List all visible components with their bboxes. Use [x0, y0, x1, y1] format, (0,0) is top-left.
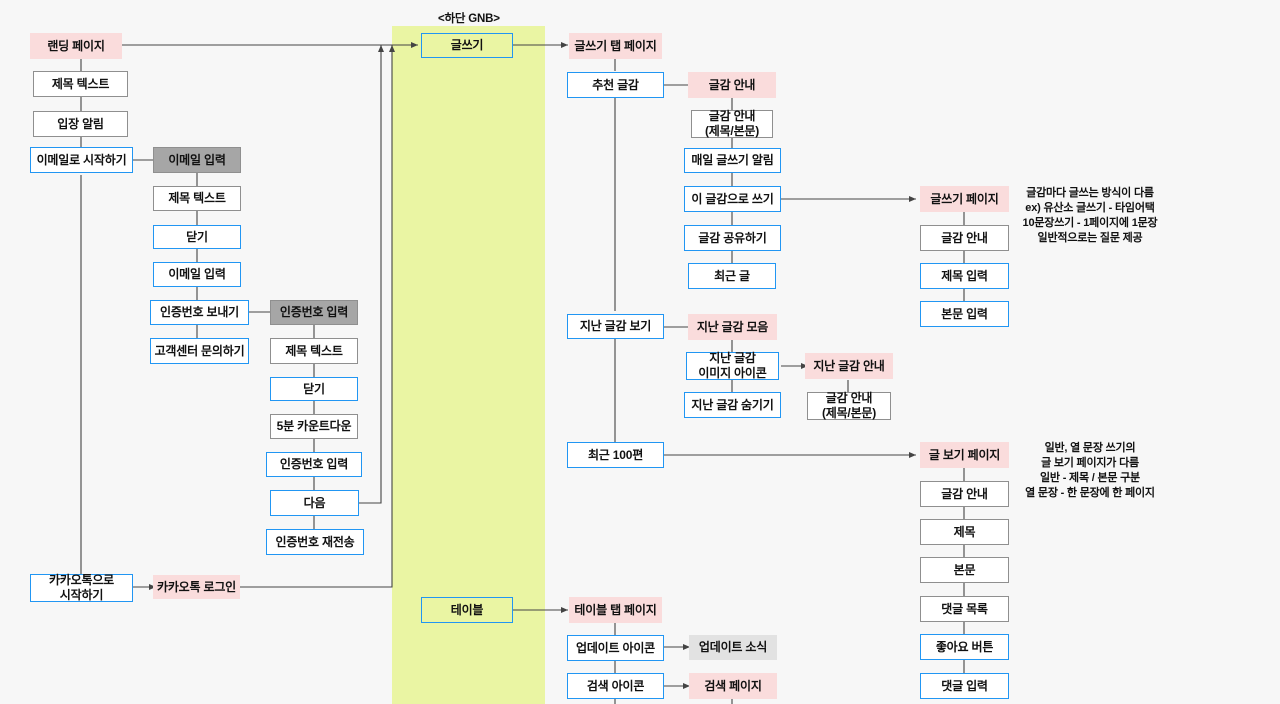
- node-auth-code-modal[interactable]: 인증번호 입력: [270, 300, 358, 325]
- node-write-page[interactable]: 글쓰기 페이지: [920, 186, 1009, 212]
- node-post-body[interactable]: 본문: [920, 557, 1009, 583]
- node-past-topic-image-icon[interactable]: 지난 글감 이미지 아이콘: [686, 351, 779, 380]
- node-start-with-email[interactable]: 이메일로 시작하기: [30, 147, 133, 173]
- node-contact-support[interactable]: 고객센터 문의하기: [150, 338, 249, 364]
- node-email-input-modal[interactable]: 이메일 입력: [153, 147, 241, 173]
- node-past-topic-guide[interactable]: 지난 글감 안내: [805, 353, 893, 379]
- node-next[interactable]: 다음: [270, 490, 359, 516]
- node-email-input[interactable]: 이메일 입력: [153, 262, 241, 287]
- node-past-topic-collection[interactable]: 지난 글감 모음: [688, 314, 777, 340]
- node-auth-code-input[interactable]: 인증번호 입력: [266, 452, 362, 477]
- node-recent-100[interactable]: 최근 100편: [567, 442, 664, 468]
- node-kakao-login[interactable]: 카카오톡 로그인: [153, 575, 240, 599]
- node-start-with-kakao[interactable]: 카카오톡으로 시작하기: [30, 573, 133, 602]
- node-resend-auth-code[interactable]: 인증번호 재전송: [266, 529, 364, 555]
- node-post-title[interactable]: 제목: [920, 519, 1009, 545]
- node-share-topic[interactable]: 글감 공유하기: [684, 225, 781, 251]
- node-gnb-table[interactable]: 테이블: [421, 597, 513, 623]
- node-landing-page[interactable]: 랜딩 페이지: [30, 33, 122, 59]
- node-topic-guide[interactable]: 글감 안내: [688, 72, 776, 98]
- node-body-field[interactable]: 본문 입력: [920, 301, 1009, 327]
- node-title-text-3[interactable]: 제목 텍스트: [270, 338, 358, 364]
- node-entry-notice[interactable]: 입장 알림: [33, 111, 128, 137]
- node-close-2[interactable]: 닫기: [270, 377, 358, 401]
- node-hide-past-topic[interactable]: 지난 글감 숨기기: [684, 392, 781, 418]
- node-search-icon[interactable]: 검색 아이콘: [567, 673, 664, 699]
- gnb-title: <하단 GNB>: [438, 13, 500, 25]
- node-countdown-5min[interactable]: 5분 카운트다운: [270, 414, 358, 439]
- node-update-news[interactable]: 업데이트 소식: [689, 635, 777, 660]
- node-comment-list[interactable]: 댓글 목록: [920, 596, 1009, 622]
- node-comment-input[interactable]: 댓글 입력: [920, 673, 1009, 699]
- node-close-1[interactable]: 닫기: [153, 225, 241, 249]
- node-table-tab-page[interactable]: 테이블 탭 페이지: [569, 597, 662, 623]
- node-write-page-topic-guide[interactable]: 글감 안내: [920, 225, 1009, 251]
- node-like-button[interactable]: 좋아요 버튼: [920, 634, 1009, 660]
- node-send-auth-code[interactable]: 인증번호 보내기: [150, 300, 249, 325]
- node-write-with-topic[interactable]: 이 글감으로 쓰기: [684, 186, 781, 212]
- note-view-page-difference: 일반, 열 문장 쓰기의 글 보기 페이지가 다름 일반 - 제목 / 본문 구…: [1025, 442, 1155, 499]
- node-title-text-1[interactable]: 제목 텍스트: [33, 71, 128, 97]
- node-title-text-2[interactable]: 제목 텍스트: [153, 186, 241, 211]
- node-recommended-topic[interactable]: 추천 글감: [567, 72, 664, 98]
- gnb-highlight-panel: [392, 26, 545, 704]
- node-gnb-write[interactable]: 글쓰기: [421, 33, 513, 58]
- node-recent-post[interactable]: 최근 글: [688, 263, 776, 289]
- node-view-past-topics[interactable]: 지난 글감 보기: [567, 314, 664, 339]
- node-past-topic-guide-detail[interactable]: 글감 안내 (제목/본문): [807, 391, 891, 420]
- node-title-field[interactable]: 제목 입력: [920, 263, 1009, 289]
- note-write-methods: 글감마다 글쓰는 방식이 다름 ex) 유산소 글쓰기 - 타임어택 10문장쓰…: [1022, 187, 1158, 244]
- node-post-topic-guide[interactable]: 글감 안내: [920, 481, 1009, 507]
- node-daily-write-alarm[interactable]: 매일 글쓰기 알림: [684, 148, 781, 173]
- node-update-icon[interactable]: 업데이트 아이콘: [567, 635, 664, 661]
- node-post-view-page[interactable]: 글 보기 페이지: [920, 442, 1009, 468]
- node-topic-guide-detail[interactable]: 글감 안내 (제목/본문): [691, 109, 773, 138]
- node-write-tab-page[interactable]: 글쓰기 탭 페이지: [569, 33, 662, 59]
- node-search-page[interactable]: 검색 페이지: [689, 673, 777, 699]
